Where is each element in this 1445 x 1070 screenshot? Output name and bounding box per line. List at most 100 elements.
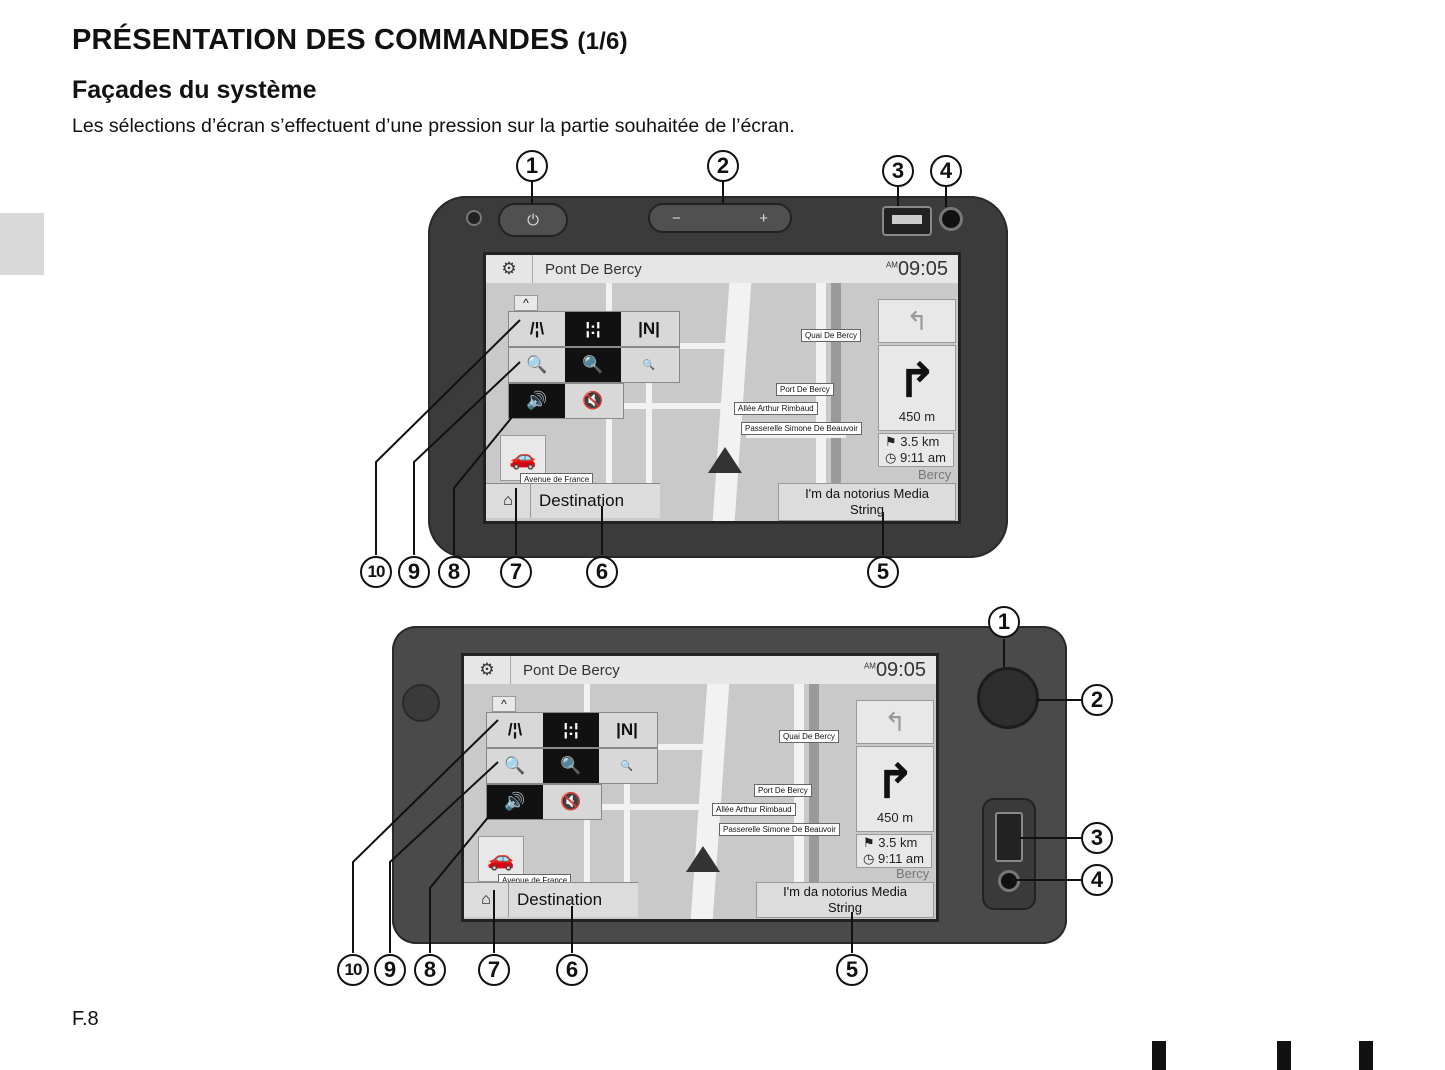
area-label: Bercy bbox=[896, 866, 930, 881]
callout-5: 5 bbox=[836, 954, 868, 986]
callout-7: 7 bbox=[500, 556, 532, 588]
volume-knob[interactable] bbox=[977, 667, 1039, 729]
collapse-toggle[interactable]: ^ bbox=[514, 295, 538, 311]
view-3d-button[interactable]: /¦\ bbox=[529, 319, 545, 338]
street-label: Quai De Bercy bbox=[801, 329, 862, 342]
volume-icon[interactable]: 🔊 bbox=[509, 384, 565, 418]
area-label: Bercy bbox=[918, 467, 952, 482]
view-north-button[interactable]: |N| bbox=[638, 319, 660, 338]
street-label: Quai De Bercy bbox=[779, 730, 840, 743]
volume-minus-icon: − bbox=[672, 209, 681, 227]
home-icon[interactable]: ⌂ bbox=[464, 883, 509, 917]
mute-icon[interactable]: 🔇 bbox=[560, 792, 582, 811]
current-road: Pont De Bercy bbox=[523, 661, 620, 679]
next-next-turn-panel: ↰ bbox=[856, 700, 934, 744]
callout-2: 2 bbox=[707, 150, 739, 182]
print-mark bbox=[1277, 1041, 1291, 1070]
callout-1: 1 bbox=[516, 150, 548, 182]
zoom-auto-icon[interactable]: 🔍 bbox=[565, 348, 621, 382]
callout-6: 6 bbox=[556, 954, 588, 986]
home-icon[interactable]: ⌂ bbox=[486, 484, 531, 518]
view-2d-button[interactable]: ¦:¦ bbox=[565, 312, 621, 346]
collapse-toggle[interactable]: ^ bbox=[492, 696, 516, 712]
street-label: Allée Arthur Rimbaud bbox=[734, 402, 818, 415]
print-mark bbox=[1152, 1041, 1166, 1070]
gear-icon[interactable]: ⚙ bbox=[486, 255, 533, 283]
destination-button[interactable]: Destination bbox=[517, 890, 603, 909]
view-2d-button[interactable]: ¦:¦ bbox=[543, 713, 599, 747]
sound-row: 🔊 🔇 bbox=[508, 383, 624, 419]
jack-icon[interactable] bbox=[998, 870, 1020, 892]
touch-screen-1[interactable]: ⚙ Pont De Bercy AM09:05 ^ /¦\ ¦:¦ |N| 🔍 … bbox=[483, 252, 961, 524]
callout-10: 10 bbox=[360, 556, 392, 588]
callout-4: 4 bbox=[930, 155, 962, 187]
street-label: Port De Bercy bbox=[754, 784, 812, 797]
vehicle-position-icon bbox=[686, 846, 720, 872]
zoom-out-icon[interactable]: 🔍 bbox=[526, 355, 548, 374]
callout-1: 1 bbox=[988, 606, 1020, 638]
view-3d-button[interactable]: /¦\ bbox=[507, 720, 523, 739]
usb-port-icon[interactable] bbox=[995, 812, 1023, 862]
callout-3: 3 bbox=[882, 155, 914, 187]
street-label: Port De Bercy bbox=[776, 383, 834, 396]
zoom-row: 🔍 🔍 🔍 bbox=[486, 748, 658, 784]
status-bar: ⚙ Pont De Bercy AM09:05 bbox=[486, 255, 958, 283]
trip-info-panel: ⚑ 3.5 km ◷ 9:11 am bbox=[878, 433, 954, 467]
sound-row: 🔊 🔇 bbox=[486, 784, 602, 820]
next-turn-panel: ↱ 450 m bbox=[856, 746, 934, 832]
bottom-bar: ⌂ Destination bbox=[486, 483, 660, 518]
chapter-tab bbox=[0, 213, 44, 275]
current-road: Pont De Bercy bbox=[545, 260, 642, 278]
next-turn-panel: ↱ 450 m bbox=[878, 345, 956, 431]
callout-3: 3 bbox=[1081, 822, 1113, 854]
trip-info-panel: ⚑ 3.5 km ◷ 9:11 am bbox=[856, 834, 932, 868]
destination-button[interactable]: Destination bbox=[539, 491, 625, 510]
next-next-turn-panel: ↰ bbox=[878, 299, 956, 343]
bottom-bar: ⌂ Destination bbox=[464, 882, 638, 917]
jack-icon[interactable] bbox=[939, 207, 963, 231]
print-mark bbox=[1359, 1041, 1373, 1070]
zoom-in-icon[interactable]: 🔍 bbox=[620, 760, 634, 772]
screw-icon bbox=[466, 210, 482, 226]
intro-text: Les sélections d’écran s’effectuent d’un… bbox=[72, 115, 795, 137]
volume-icon[interactable]: 🔊 bbox=[487, 785, 543, 819]
callout-2: 2 bbox=[1081, 684, 1113, 716]
zoom-auto-icon[interactable]: 🔍 bbox=[543, 749, 599, 783]
view-mode-row: /¦\ ¦:¦ |N| bbox=[486, 712, 658, 748]
clock: AM09:05 bbox=[885, 257, 948, 280]
touch-screen-2[interactable]: ⚙ Pont De Bercy AM09:05 ^ /¦\ ¦:¦ |N| 🔍 … bbox=[461, 653, 939, 922]
street-label: Passerelle Simone De Beauvoir bbox=[719, 823, 840, 836]
callout-5: 5 bbox=[867, 556, 899, 588]
page-number: F.8 bbox=[72, 1008, 99, 1030]
callout-9: 9 bbox=[398, 556, 430, 588]
status-bar: ⚙ Pont De Bercy AM09:05 bbox=[464, 656, 936, 684]
view-north-button[interactable]: |N| bbox=[616, 720, 638, 739]
callout-8: 8 bbox=[414, 954, 446, 986]
callout-6: 6 bbox=[586, 556, 618, 588]
turn-right-icon: ↱ bbox=[896, 354, 938, 408]
power-button[interactable]: ⏻ bbox=[498, 203, 568, 237]
volume-plus-icon: + bbox=[759, 209, 768, 227]
callout-7: 7 bbox=[478, 954, 510, 986]
zoom-in-icon[interactable]: 🔍 bbox=[642, 359, 656, 371]
street-label: Passerelle Simone De Beauvoir bbox=[741, 422, 862, 435]
usb-port-icon[interactable] bbox=[882, 206, 932, 236]
clock: AM09:05 bbox=[863, 658, 926, 681]
view-mode-row: /¦\ ¦:¦ |N| bbox=[508, 311, 680, 347]
zoom-row: 🔍 🔍 🔍 bbox=[508, 347, 680, 383]
volume-rocker[interactable]: −+ bbox=[648, 203, 792, 233]
turn-right-icon: ↱ bbox=[874, 755, 916, 809]
vehicle-position-icon bbox=[708, 447, 742, 473]
mute-icon[interactable]: 🔇 bbox=[582, 391, 604, 410]
callout-10: 10 bbox=[337, 954, 369, 986]
callout-9: 9 bbox=[374, 954, 406, 986]
gear-icon[interactable]: ⚙ bbox=[464, 656, 511, 684]
street-label: Allée Arthur Rimbaud bbox=[712, 803, 796, 816]
power-icon: ⏻ bbox=[527, 211, 539, 229]
callout-4: 4 bbox=[1081, 864, 1113, 896]
zoom-out-icon[interactable]: 🔍 bbox=[504, 756, 526, 775]
callout-8: 8 bbox=[438, 556, 470, 588]
section-heading: Façades du système bbox=[72, 76, 317, 104]
